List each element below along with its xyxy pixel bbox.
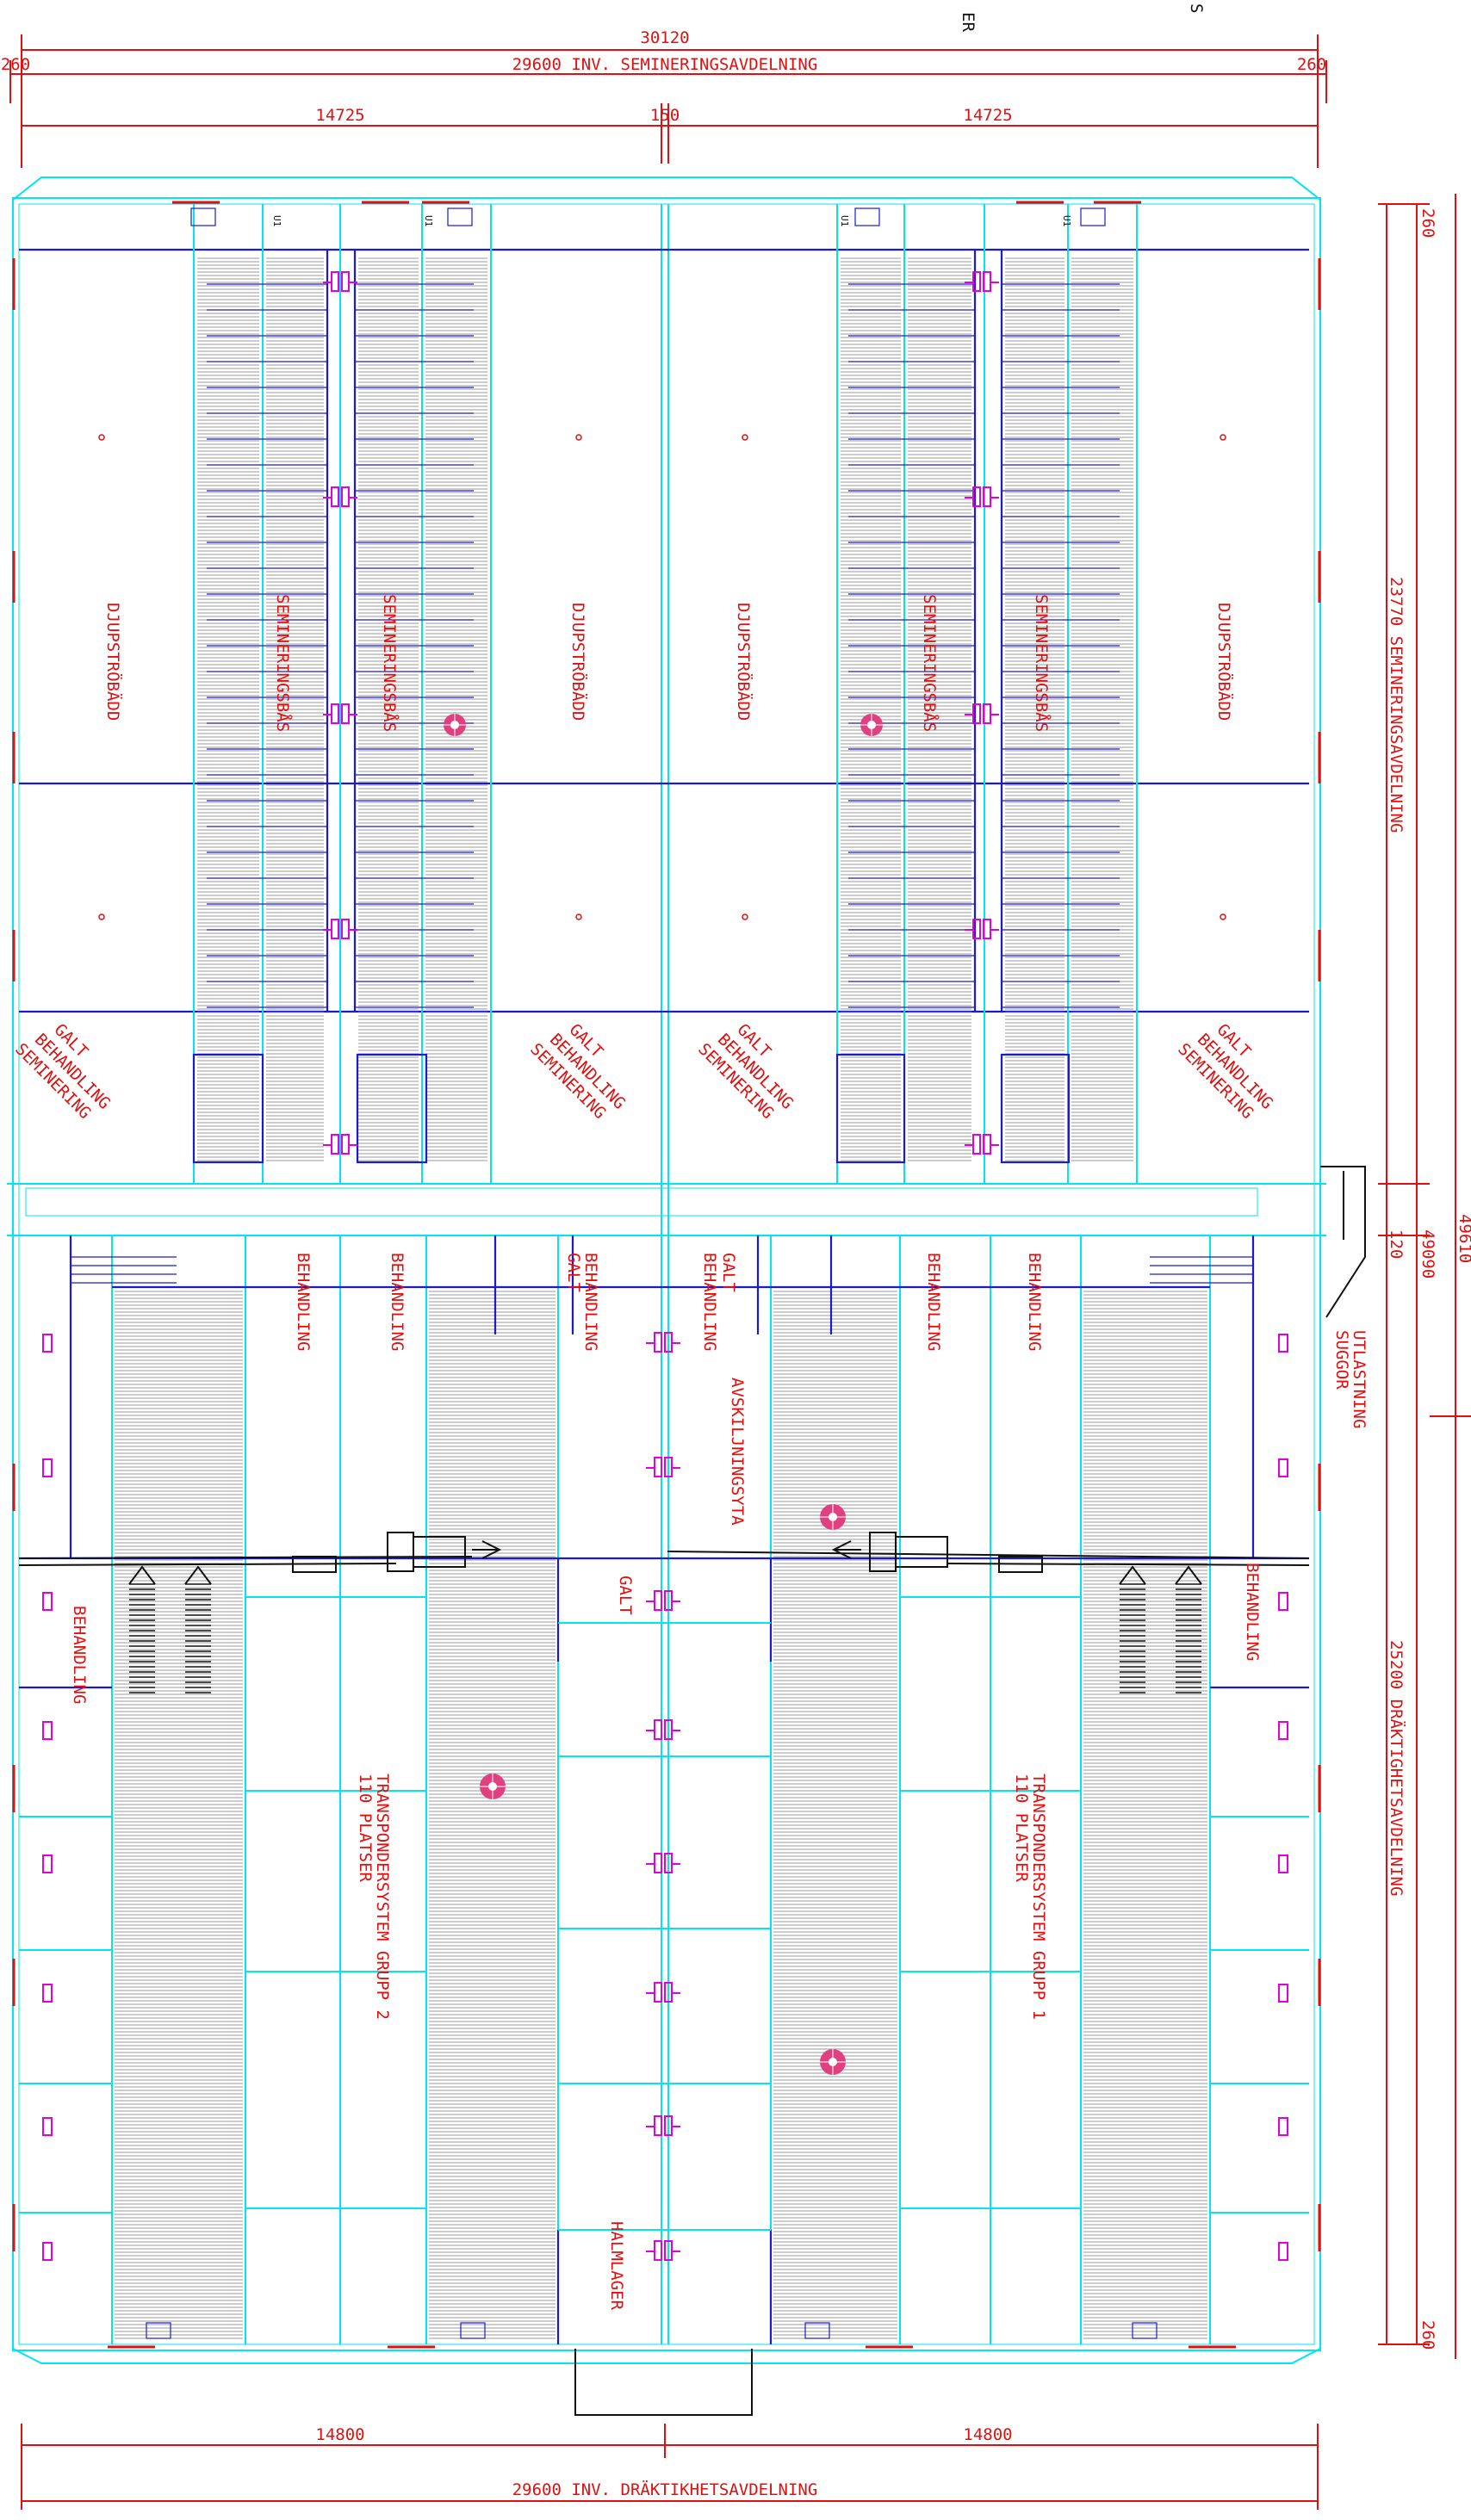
room-grupp1-line2: 110 PLATSER <box>1012 1774 1031 1882</box>
room-grupp1-line1: TRANSPONDERSYSTEM GRUPP 1 <box>1029 1774 1048 2020</box>
room-grupp2-line2: 110 PLATSER <box>356 1774 375 1882</box>
right-lower-section-label: 25200 DRÄKTIGHETSAVDELNING <box>1387 1640 1406 1896</box>
room-behandling-5: BEHANDLING <box>924 1253 943 1351</box>
unit-tag-4: U1 <box>1061 215 1072 226</box>
diag-label-1: GALT BEHANDLING SEMINERING <box>11 1020 114 1123</box>
bottom-section-label: 29600 INV. DRÄKTIKHETSAVDELNING <box>512 2480 818 2499</box>
room-semineringsbas-3: SEMINERINGSBÅS <box>920 594 940 732</box>
room-grupp2-line1: TRANSPONDERSYSTEM GRUPP 2 <box>373 1774 392 2020</box>
clip-text-1: ER <box>959 12 978 32</box>
lower-section: BEHANDLING BEHANDLING GALT BEHANDLING GA… <box>18 1235 1369 2344</box>
top-center-gap-label: 150 <box>650 106 680 125</box>
bottom-half-right-label: 14800 <box>963 2425 1012 2444</box>
top-half-right-label: 14725 <box>963 106 1012 125</box>
right-mid-gap-label: 120 <box>1387 1229 1406 1259</box>
fan-icon <box>820 1504 846 1530</box>
right-inner-total-label: 49090 <box>1418 1229 1437 1279</box>
drinker-equipment <box>42 271 1288 2261</box>
room-avskiljningsyta: AVSKILJNINGSYTA <box>728 1378 747 1526</box>
right-dimensions: 260 23770 SEMINERINGSAVDELNING 120 49090… <box>1378 194 1471 2359</box>
room-semineringsbas-1: SEMINERINGSBÅS <box>273 594 293 732</box>
room-halmlager: HALMLAGER <box>607 2221 626 2311</box>
fan-icon <box>820 2049 846 2075</box>
top-dimensions: ER S 30120 260 260 29600 INV. SEMINERING… <box>1 3 1327 168</box>
room-behandling-3: BEHANDLING <box>581 1253 600 1351</box>
right-top-edge-label: 260 <box>1418 208 1437 238</box>
room-djupstrobadd-3: DJUPSTRÖBÄDD <box>734 603 754 721</box>
right-outer-total-label: 49610 <box>1455 1214 1471 1263</box>
room-behandling-6: BEHANDLING <box>1025 1253 1044 1351</box>
top-section-label: 29600 INV. SEMINERINGSAVDELNING <box>512 55 818 74</box>
diag-label-4: GALT BEHANDLING SEMINERING <box>1174 1020 1276 1123</box>
room-behandling-4: BEHANDLING <box>700 1253 719 1351</box>
room-galt-1: GALT <box>564 1253 583 1292</box>
room-behandling-8: BEHANDLING <box>1243 1563 1262 1661</box>
top-left-edge-label: 260 <box>1 55 30 74</box>
bottom-dimensions: 14800 14800 29600 INV. DRÄKTIKHETSAVDELN… <box>21 2424 1319 2510</box>
top-half-left-label: 14725 <box>315 106 364 125</box>
diag-label-3: GALT BEHANDLING SEMINERING <box>694 1020 797 1123</box>
fan-icon <box>444 714 466 736</box>
overall-width-label: 30120 <box>640 28 689 47</box>
room-galt-2: GALT <box>719 1253 738 1292</box>
right-upper-section-label: 23770 SEMINERINGSAVDELNING <box>1387 577 1406 833</box>
room-behandling-2: BEHANDLING <box>388 1253 407 1351</box>
right-bottom-edge-label: 260 <box>1418 2320 1437 2350</box>
building-walls <box>7 176 1366 2416</box>
unit-tag-3: U1 <box>839 215 850 226</box>
bottom-half-left-label: 14800 <box>315 2425 364 2444</box>
room-djupstrobadd-2: DJUPSTRÖBÄDD <box>568 603 588 721</box>
unit-tag-2: U1 <box>423 215 434 226</box>
room-semineringsbas-2: SEMINERINGSBÅS <box>380 594 400 732</box>
room-djupstrobadd-1: DJUPSTRÖBÄDD <box>103 603 123 721</box>
fan-icon <box>860 714 883 736</box>
room-suggor: SUGGOR <box>1332 1330 1351 1390</box>
wall-openings <box>12 201 1321 2349</box>
top-right-edge-label: 260 <box>1297 55 1326 74</box>
room-behandling-7: BEHANDLING <box>70 1606 89 1704</box>
room-djupstrobadd-4: DJUPSTRÖBÄDD <box>1214 603 1234 721</box>
upper-section: U1 U1 U1 U1 DJUPSTRÖBÄDD SEMINERINGSBÅS … <box>11 204 1309 1184</box>
fan-icon <box>480 1774 506 1799</box>
diag-label-2: GALT BEHANDLING SEMINERING <box>526 1020 629 1123</box>
unit-tag-1: U1 <box>271 215 282 226</box>
room-behandling-1: BEHANDLING <box>294 1253 313 1351</box>
room-galt-3: GALT <box>616 1576 635 1615</box>
room-utlastning: UTLASTNING <box>1350 1330 1369 1428</box>
clip-text-2: S <box>1187 3 1206 13</box>
room-semineringsbas-4: SEMINERINGSBÅS <box>1032 594 1052 732</box>
